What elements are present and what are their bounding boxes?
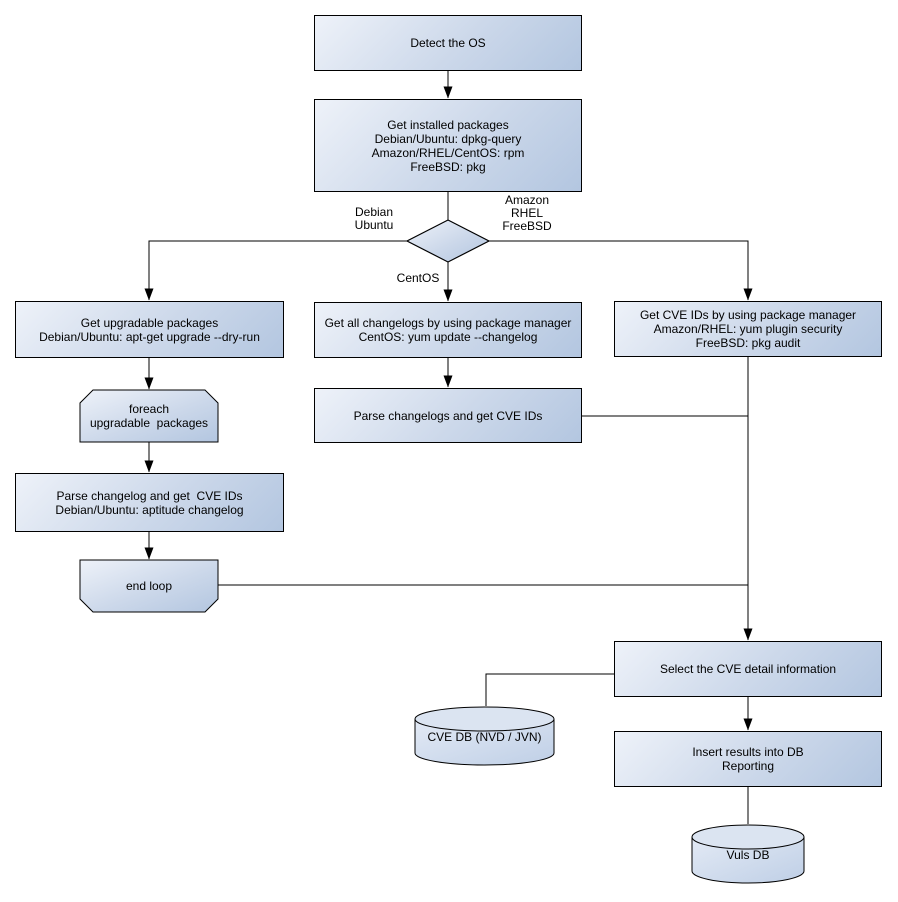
node-insert-results: Insert results into DB Reporting <box>614 731 882 787</box>
branch-label-debian-ubuntu: Debian Ubuntu <box>354 205 394 232</box>
branch-label-centos: CentOS <box>396 271 440 285</box>
branch-label-amazon-rhel-freebsd: Amazon RHEL FreeBSD <box>502 193 552 233</box>
node-parse-changelog-debian: Parse changelog and get CVE IDs Debian/U… <box>15 473 284 532</box>
node-get-installed-packages: Get installed packages Debian/Ubuntu: dp… <box>314 99 582 192</box>
cve-db-cylinder <box>414 706 555 766</box>
foreach-loop-shape <box>79 389 219 443</box>
node-get-all-changelogs: Get all changelogs by using package mana… <box>314 302 582 358</box>
end-loop-shape <box>79 559 219 613</box>
node-get-upgradable-packages: Get upgradable packages Debian/Ubuntu: a… <box>15 301 284 358</box>
connector-select-to-cvedb <box>485 673 614 706</box>
node-parse-changelogs: Parse changelogs and get CVE IDs <box>314 388 582 443</box>
connector-diamond-to-getcveids <box>489 240 753 301</box>
node-detect-os: Detect the OS <box>314 15 582 71</box>
node-select-cve-detail: Select the CVE detail information <box>614 641 882 697</box>
vuls-db-cylinder <box>691 824 805 884</box>
decision-diamond <box>405 219 491 263</box>
node-get-cve-ids: Get CVE IDs by using package manager Ama… <box>614 301 882 357</box>
connector-diamond-to-upgradable <box>144 240 407 301</box>
